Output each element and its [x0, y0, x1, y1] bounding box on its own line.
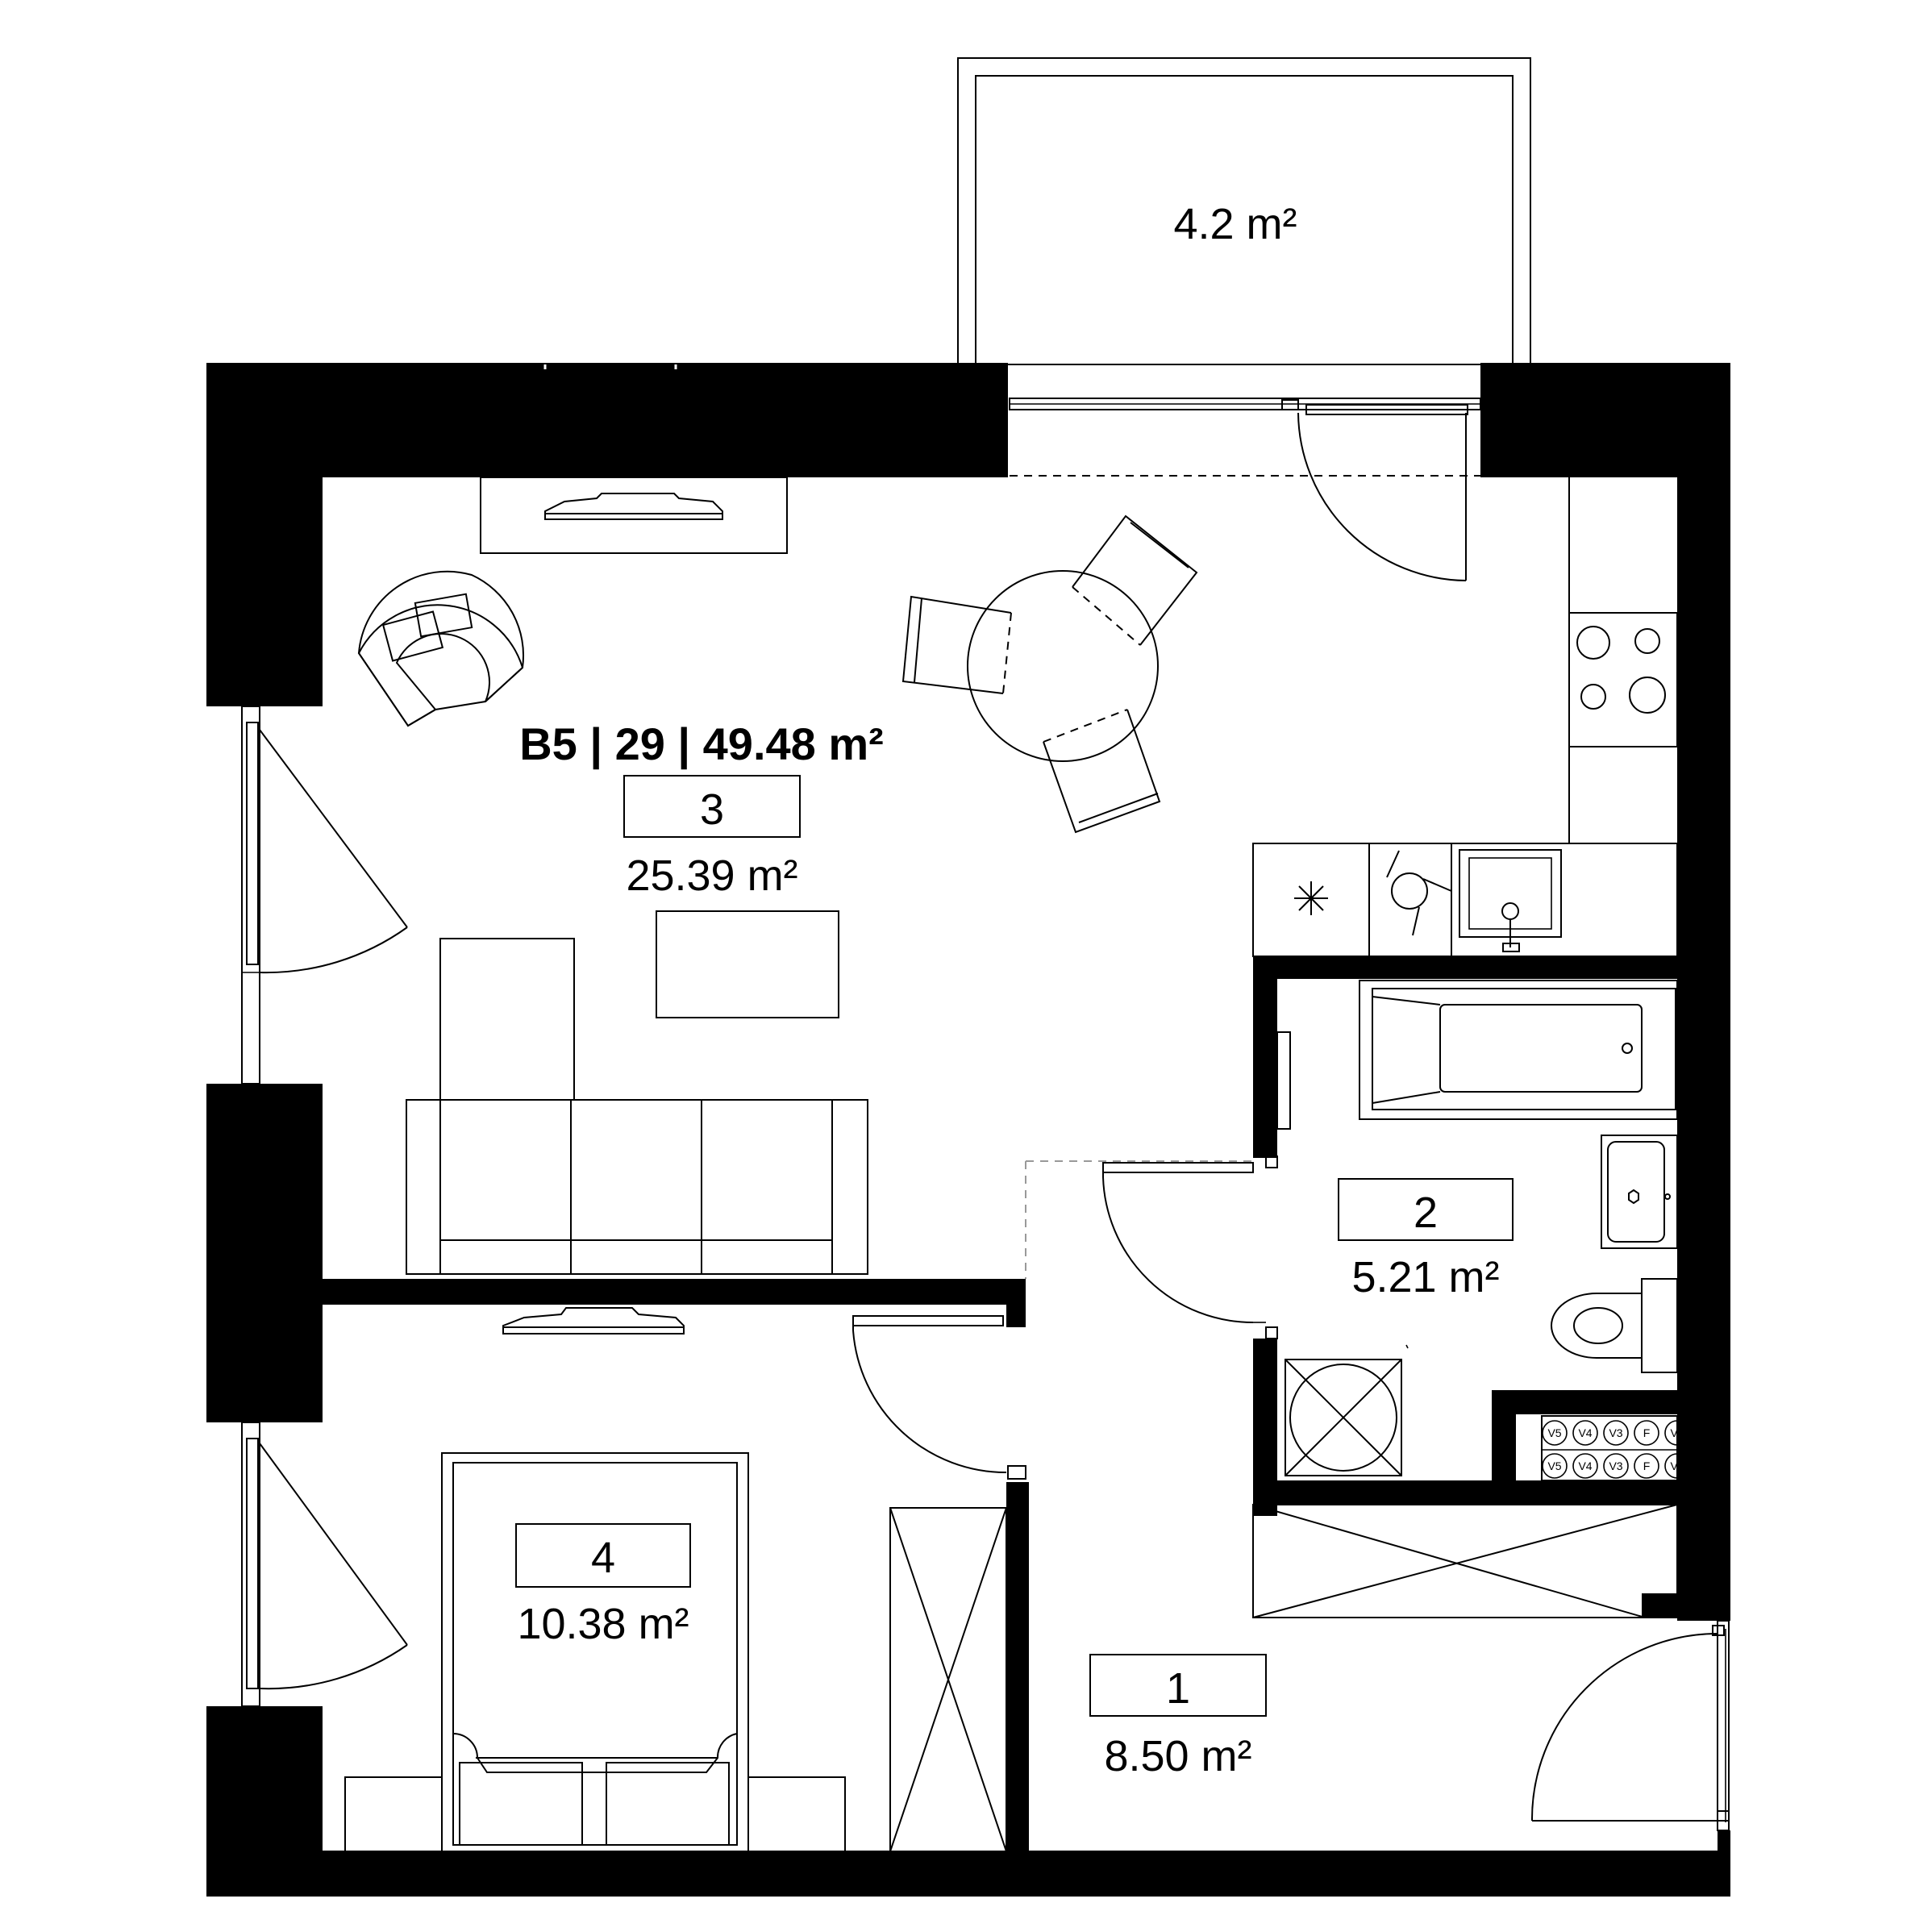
room-2-label: [1338, 1178, 1514, 1241]
left-window-top: [241, 706, 408, 1085]
tv-cabinet: [480, 477, 788, 554]
room-3-number: 3: [700, 785, 724, 834]
room-1-label: [1089, 1654, 1267, 1717]
stove-icon: [1576, 626, 1666, 714]
dishwasher-icon: [1386, 850, 1452, 936]
toilet: [1551, 1278, 1678, 1373]
installation-label: V3: [1609, 1426, 1622, 1439]
exterior-walls: [206, 363, 1730, 1897]
living-door: [1025, 1160, 1266, 1323]
bathroom-door: [1265, 1155, 1278, 1339]
installation-label: V2: [1670, 1459, 1684, 1472]
entrance-door: [1530, 1620, 1730, 1831]
room-2-area: 5.21 m²: [1351, 1253, 1499, 1301]
bedroom-wardrobe: [889, 1507, 1007, 1852]
installation-circle: [1603, 1453, 1629, 1479]
bedroom-tv: [502, 1307, 685, 1334]
room-3-label: [623, 775, 801, 838]
installation-circle: [1542, 1453, 1568, 1479]
balcony: [957, 57, 1531, 365]
installation-label: V5: [1547, 1459, 1561, 1472]
room-1-area: 8.50 m²: [1104, 1732, 1251, 1780]
installation-label: V3: [1609, 1459, 1622, 1472]
washbasin: [1601, 1135, 1678, 1249]
installation-label: V5: [1547, 1426, 1561, 1439]
room-4-number: 4: [591, 1534, 615, 1582]
installation-label: V4: [1578, 1459, 1592, 1472]
room-4-area: 10.38 m²: [517, 1600, 689, 1648]
hall-wardrobe: [1252, 1504, 1678, 1618]
bedroom-door: [852, 1315, 1026, 1480]
towel-rail: [1276, 1031, 1291, 1130]
installation-circle: [1634, 1453, 1659, 1479]
dining-table: [901, 514, 1198, 834]
apartment-label: B5 | 29 | 49.48 m²: [519, 718, 884, 770]
installation-circle: [1572, 1453, 1598, 1479]
installation-label: F: [1643, 1459, 1651, 1472]
installation-label: V4: [1578, 1426, 1592, 1439]
installation-circle: [1572, 1420, 1598, 1446]
installation-circle: [1664, 1420, 1690, 1446]
sofa: [406, 938, 868, 1275]
left-window-bottom: [241, 1422, 408, 1707]
room-2-number: 2: [1414, 1189, 1438, 1237]
bed: [441, 1452, 749, 1852]
balcony-area: 4.2 m²: [1173, 200, 1297, 248]
balcony-door: [1009, 398, 1481, 581]
washing-machine: [1285, 1344, 1409, 1476]
bathtub: [1359, 980, 1678, 1120]
nightstands: [344, 1762, 846, 1852]
snowflake-icon: [1294, 881, 1328, 915]
installation-circle: [1542, 1420, 1568, 1446]
installation-circle: [1603, 1420, 1629, 1446]
installation-label: F: [1643, 1426, 1651, 1439]
installation-circle: [1664, 1453, 1690, 1479]
coffee-table: [656, 910, 839, 1018]
faucet-icon: [1501, 902, 1520, 952]
room-1-number: 1: [1166, 1664, 1190, 1713]
interior-walls: [323, 956, 1677, 1851]
installation-label: V2: [1670, 1426, 1684, 1439]
room-4-label: [515, 1523, 691, 1588]
kitchen-counter: [1252, 477, 1678, 957]
room-3-area: 25.39 m²: [626, 851, 797, 900]
installation-circle: [1634, 1420, 1659, 1446]
armchair: [357, 570, 525, 727]
